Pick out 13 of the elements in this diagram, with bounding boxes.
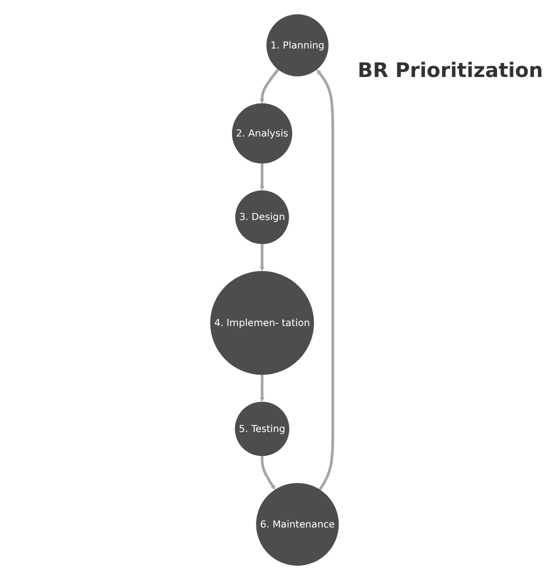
node-circle: 3. Design [235,190,289,244]
arrow [316,69,334,490]
node-circle: 2. Analysis [232,103,292,164]
node-circle: 4. Implemen- tation [210,271,314,375]
heading-label: BR Prioritization [358,58,543,82]
node-circle: 6. Maintenance [256,483,339,566]
node-circle: 1. Planning [266,14,328,76]
arrow [260,456,276,490]
arrow [260,68,280,104]
arrow [260,244,264,272]
arrow [260,374,264,402]
node-circle: 5. Testing [234,402,290,456]
arrow [260,164,264,191]
